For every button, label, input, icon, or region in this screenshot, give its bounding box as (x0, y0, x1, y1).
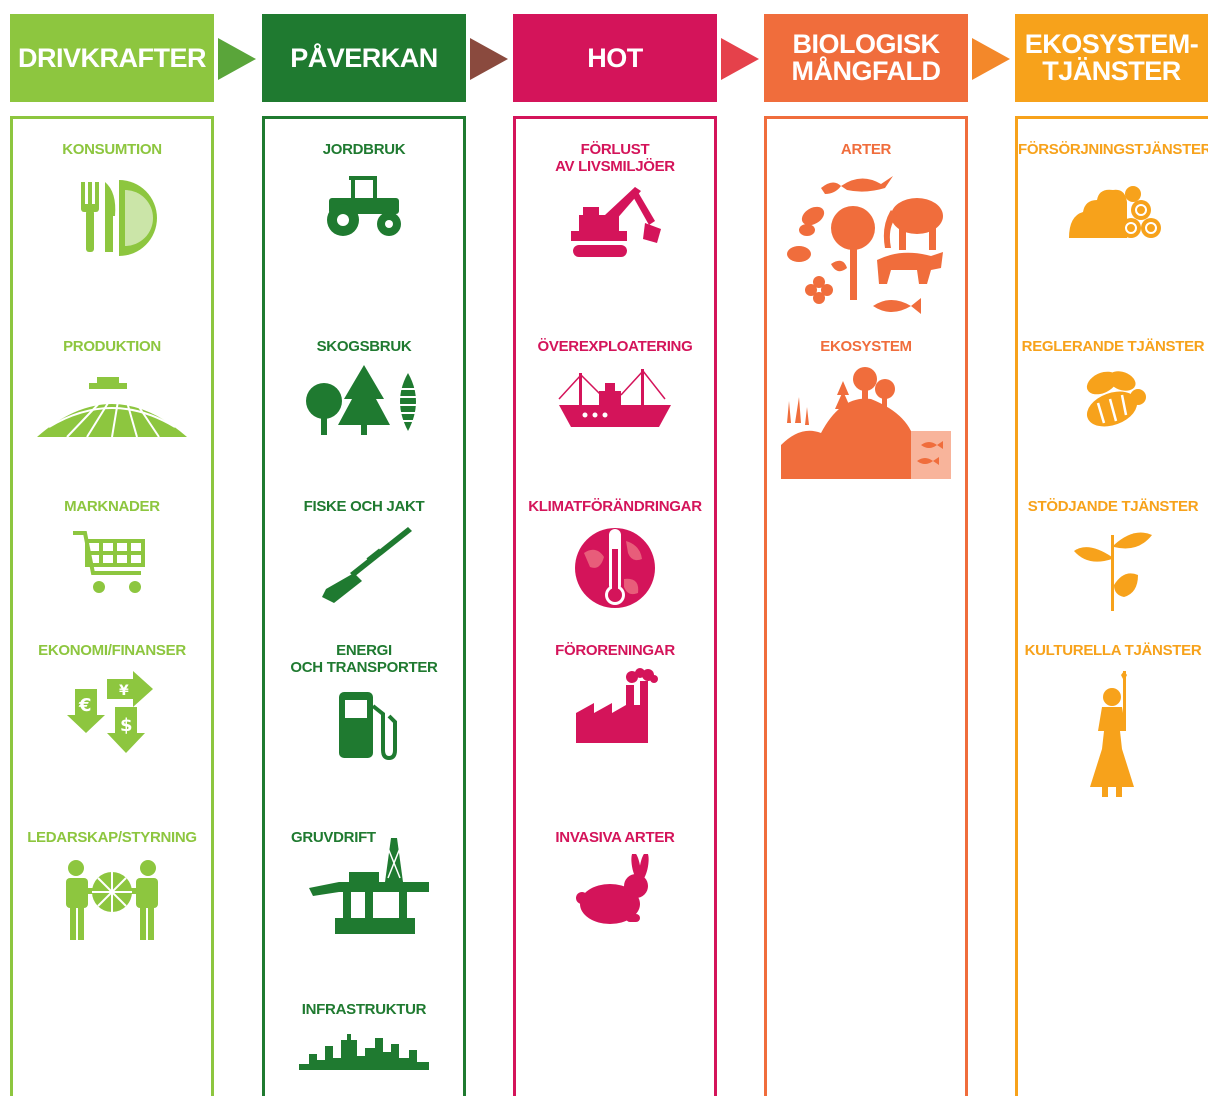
excavator-icon (571, 187, 661, 257)
column-paverkan: JORDBRUK SKOGSBRUK FISKE OCH JAKT (262, 116, 466, 1096)
svg-text:€: € (78, 695, 92, 716)
item-label: LEDARSKAP/STYRNING (27, 829, 197, 846)
item-fiske-och-jakt: FISKE OCH JAKT (265, 498, 463, 603)
item-label: GRUVDRIFT (291, 829, 376, 846)
item-konsumtion: KONSUMTION (13, 141, 211, 262)
folk-figure-icon (1090, 671, 1134, 797)
item-reglerande-tjanster: REGLERANDE TJÄNSTER (1018, 338, 1208, 437)
item-label: INFRASTRUKTUR (301, 1001, 427, 1018)
rifle-icon (322, 527, 412, 603)
arrow-icon (972, 38, 1010, 80)
header-text: HOT (587, 42, 643, 73)
cutlery-plate-icon (81, 180, 157, 256)
trees-icon (306, 365, 420, 435)
header-biologisk-mangfald: BIOLOGISK MÅNGFALD (764, 14, 968, 102)
header-paverkan: PÅVERKAN (262, 14, 466, 102)
item-label: JORDBRUK (322, 141, 406, 158)
svg-text:¥: ¥ (119, 683, 129, 699)
globe-thermometer-icon (575, 528, 655, 608)
item-klimatforandringar: KLIMATFÖRÄNDRINGAR (516, 498, 714, 613)
arrow-icon (721, 38, 759, 80)
item-ledarskap-styrning: LEDARSKAP/STYRNING (13, 829, 211, 942)
header-text: DRIVKRAFTER (18, 42, 207, 73)
item-label: FÖRORENINGAR (555, 642, 675, 659)
item-label: STÖDJANDE TJÄNSTER (1027, 498, 1199, 515)
item-label: PRODUKTION (63, 338, 161, 355)
item-forsorjningstjanster: FÖRSÖRJNINGSTJÄNSTER (1018, 141, 1208, 242)
item-label: EKOSYSTEM (820, 338, 912, 355)
column-biologisk-mangfald: ARTER (764, 116, 968, 1096)
column-ekosystemtjanster: FÖRSÖRJNINGSTJÄNSTER REGLERANDE TJÄNSTER… (1015, 116, 1208, 1096)
item-invasiva-arter: INVASIVA ARTER (516, 829, 714, 928)
item-label: INVASIVA ARTER (555, 829, 675, 846)
item-jordbruk: JORDBRUK (265, 141, 463, 238)
item-label: EKONOMI/FINANSER (38, 642, 186, 659)
shopping-cart-icon (73, 531, 145, 593)
svg-text:$: $ (120, 715, 133, 736)
column-drivkrafter: KONSUMTION PRODUKTION MARKNADER (10, 116, 214, 1096)
header-text: MÅNGFALD (791, 56, 941, 86)
people-globe-icon (66, 860, 158, 940)
arrow-icon (218, 38, 256, 80)
header-hot: HOT (513, 14, 717, 102)
item-ekosystem: EKOSYSTEM (767, 338, 965, 481)
item-stodjande-tjanster: STÖDJANDE TJÄNSTER (1018, 498, 1208, 613)
species-circle-icon (787, 176, 943, 314)
harvester-field-icon (37, 377, 187, 438)
ecosystem-landscape-icon (781, 367, 951, 479)
log-pile-icon (1069, 186, 1161, 238)
tractor-icon (327, 176, 401, 236)
arrow-icon (470, 38, 508, 80)
item-gruvdrift: GRUVDRIFT (265, 829, 463, 938)
header-ekosystemtjanster: EKOSYSTEM- TJÄNSTER (1015, 14, 1208, 102)
header-text: PÅVERKAN (290, 42, 438, 73)
item-label: REGLERANDE TJÄNSTER (1021, 338, 1205, 355)
item-ekonomi-finanser: EKONOMI/FINANSER € ¥ $ (13, 642, 211, 755)
item-label: ÖVEREXPLOATERING (537, 338, 693, 355)
city-skyline-icon (299, 1034, 429, 1070)
item-kulturella-tjanster: KULTURELLA TJÄNSTER (1018, 642, 1208, 801)
bee-icon (1086, 371, 1146, 427)
header-text: BIOLOGISK (792, 29, 940, 59)
header-drivkrafter: DRIVKRAFTER (10, 14, 214, 102)
currency-arrows-icon: € ¥ $ (67, 671, 153, 753)
item-label: ARTER (840, 141, 892, 158)
item-produktion: PRODUKTION (13, 338, 211, 441)
item-fororeningar: FÖRORENINGAR (516, 642, 714, 747)
item-overexploatering: ÖVEREXPLOATERING (516, 338, 714, 435)
header-text: EKOSYSTEM- (1024, 29, 1199, 59)
item-arter: ARTER (767, 141, 965, 324)
item-label: KONSUMTION (62, 141, 162, 158)
fuel-pump-icon (339, 692, 397, 761)
plant-icon (1074, 532, 1152, 611)
item-skogsbruk: SKOGSBRUK (265, 338, 463, 437)
item-label: SKOGSBRUK (316, 338, 412, 355)
item-infrastruktur: INFRASTRUKTUR (265, 1001, 463, 1070)
item-marknader: MARKNADER (13, 498, 211, 599)
factory-icon (576, 668, 658, 743)
item-label: MARKNADER (64, 498, 160, 515)
oil-rig-icon (309, 838, 429, 934)
fishing-boat-icon (558, 369, 671, 427)
rabbit-icon (576, 854, 649, 924)
item-label: KULTURELLA TJÄNSTER (1024, 642, 1202, 659)
item-label: FISKE OCH JAKT (303, 498, 425, 515)
item-label: FÖRSÖRJNINGSTJÄNSTER (1018, 141, 1208, 158)
header-text: TJÄNSTER (1042, 56, 1181, 86)
item-label: KLIMATFÖRÄNDRINGAR (528, 498, 702, 515)
